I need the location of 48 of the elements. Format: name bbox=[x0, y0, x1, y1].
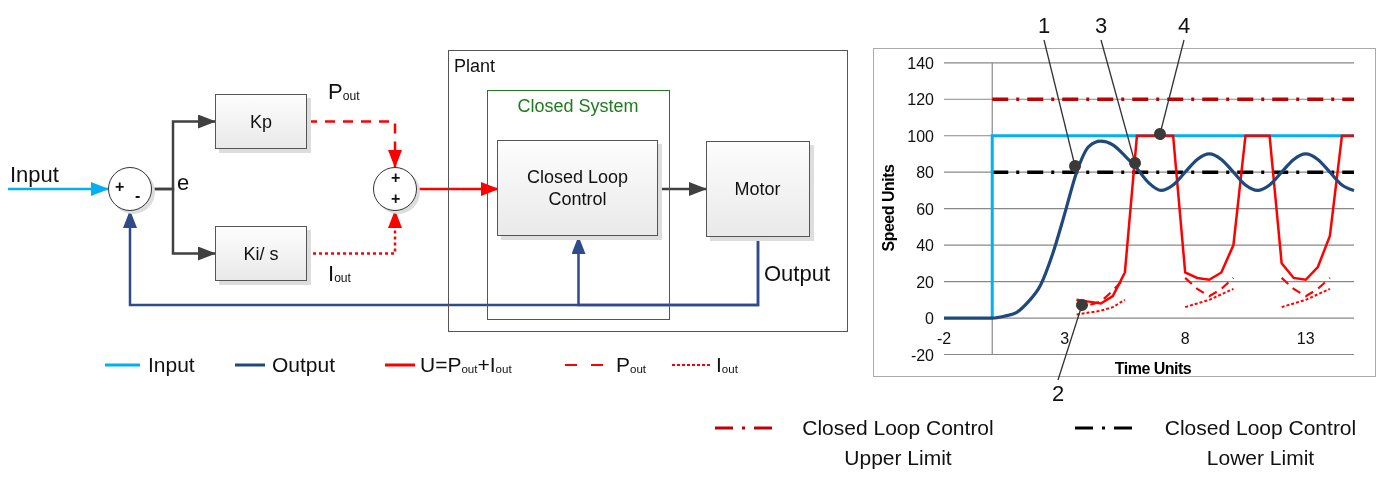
leader-line bbox=[1100, 39, 1141, 169]
tick-label: 100 bbox=[907, 127, 934, 145]
legend-label: P$_{out}$ bbox=[616, 352, 647, 378]
arrow bbox=[8, 182, 109, 196]
closed-system-group bbox=[486, 89, 670, 320]
axis-title: Time Units bbox=[1114, 360, 1192, 377]
tick-label: 3 bbox=[1060, 330, 1070, 348]
block-label: Kp bbox=[249, 110, 273, 133]
arrow bbox=[152, 187, 216, 261]
legend-label: U=P$_{out}$+I$_{out}$ bbox=[420, 352, 512, 378]
tick-label: 13 bbox=[1296, 330, 1315, 348]
summing-junction bbox=[373, 167, 417, 211]
legend-label: I$_{out}$ bbox=[716, 352, 738, 378]
callout-number: 3 bbox=[1094, 13, 1108, 39]
plant-container bbox=[448, 50, 848, 332]
callout-number: 2 bbox=[1051, 381, 1065, 407]
container-title: Plant bbox=[454, 55, 496, 77]
tick-label: 20 bbox=[916, 273, 934, 291]
tick-label: -2 bbox=[936, 330, 952, 348]
sign-symbol: + bbox=[391, 191, 401, 207]
tick-label: 80 bbox=[916, 164, 934, 182]
sign-symbol: - bbox=[135, 188, 141, 204]
tick-label: 140 bbox=[907, 54, 934, 72]
tick-label: 60 bbox=[916, 200, 934, 218]
leader-line bbox=[1057, 299, 1088, 381]
legend-label: Closed Loop Control Upper Limit bbox=[801, 415, 995, 471]
legend-label: Closed Loop Control Lower Limit bbox=[1163, 415, 1358, 471]
tick-label: 0 bbox=[925, 310, 934, 328]
block-label: Ki/ s bbox=[242, 242, 280, 265]
block-label: Closed Loop Control bbox=[525, 166, 630, 210]
axis-title: Speed Units bbox=[880, 164, 897, 252]
legend-label: Output bbox=[272, 352, 336, 378]
tick-label: -20 bbox=[910, 346, 934, 364]
arrow bbox=[417, 182, 499, 196]
summing-junction bbox=[108, 167, 152, 211]
callout-number: 4 bbox=[1177, 13, 1191, 39]
tick-label: 120 bbox=[907, 91, 934, 109]
legend-label: Input bbox=[148, 352, 195, 378]
block-label: Motor bbox=[733, 177, 782, 200]
callout-number: 1 bbox=[1037, 13, 1051, 39]
sign-symbol: + bbox=[391, 170, 401, 186]
sign-symbol: + bbox=[115, 179, 125, 195]
leader-line bbox=[1043, 39, 1081, 172]
leader-line bbox=[1154, 39, 1185, 140]
group-title: Closed System bbox=[516, 94, 640, 117]
arrow bbox=[659, 182, 707, 196]
tick-label: 8 bbox=[1180, 330, 1190, 348]
tick-label: 40 bbox=[916, 237, 934, 255]
